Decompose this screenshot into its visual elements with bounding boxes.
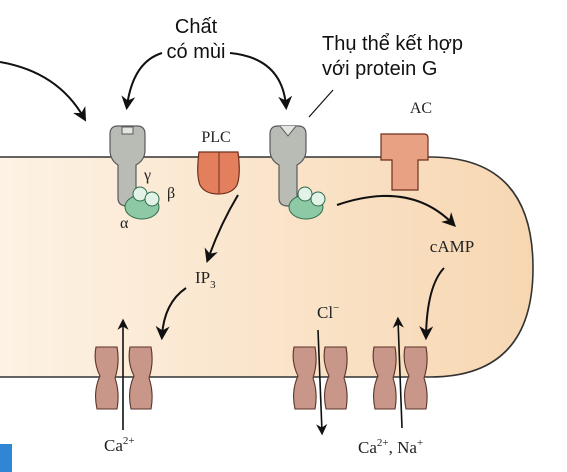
cell-cytoplasm bbox=[0, 157, 533, 377]
arrow-cl-efflux bbox=[316, 329, 328, 436]
arrow-odorant-to-left-receptor bbox=[121, 52, 163, 111]
beta-label: β bbox=[167, 185, 175, 202]
arrow-plc-to-ip3 bbox=[204, 194, 239, 263]
receptor-label-line2: với protein G bbox=[322, 58, 437, 80]
plc-label: PLC bbox=[201, 129, 230, 146]
cell-membrane-top bbox=[0, 156, 534, 378]
ac-label: AC bbox=[410, 100, 432, 117]
ca-left-label-sup: 2+ bbox=[123, 435, 135, 447]
receptor-label-line1: Thụ thể kết hợp bbox=[322, 33, 463, 55]
ip3-label-base: IP bbox=[195, 268, 210, 287]
corner-badge bbox=[0, 444, 12, 472]
ion-channel-left bbox=[94, 346, 153, 410]
cl-label: Cl− bbox=[317, 302, 339, 322]
arrow-odorant-to-middle-receptor bbox=[229, 52, 293, 111]
ion-channel-middle bbox=[292, 346, 348, 410]
ip3-label: IP3 bbox=[195, 268, 216, 291]
plc-enzyme bbox=[197, 151, 240, 195]
cl-label-sup: − bbox=[333, 302, 339, 314]
arrow-ip3-to-ca-channel bbox=[155, 287, 187, 341]
ca-left-label-base: Ca bbox=[104, 436, 123, 455]
ca-left-label: Ca2+ bbox=[104, 435, 135, 455]
ip3-label-sub: 3 bbox=[210, 279, 216, 291]
ca-na-label-base: Ca bbox=[358, 438, 377, 457]
arrow-cation-influx-right bbox=[392, 316, 404, 429]
odorant-label-line2: có mùi bbox=[167, 41, 226, 63]
receptor-left bbox=[109, 125, 146, 207]
g-protein-left bbox=[124, 186, 160, 220]
arrow-gprotein-to-camp bbox=[336, 195, 456, 228]
ac-enzyme bbox=[380, 133, 429, 191]
cl-label-base: Cl bbox=[317, 303, 333, 322]
camp-label: cAMP bbox=[430, 237, 474, 256]
arrow-camp-to-channel bbox=[419, 267, 445, 341]
arrow-external-input bbox=[0, 61, 87, 122]
receptor-label-leader bbox=[308, 89, 334, 118]
ca-na-label-sep: , Na bbox=[389, 438, 418, 457]
g-protein-middle bbox=[288, 186, 326, 220]
receptor-middle bbox=[269, 125, 307, 207]
ion-channel-right bbox=[372, 346, 428, 410]
ca-na-label: Ca2+, Na+ bbox=[358, 437, 423, 457]
ca-na-label-sup: 2+ bbox=[377, 437, 389, 449]
ca-na-label-na-sup: + bbox=[417, 437, 423, 449]
alpha-label: α bbox=[120, 215, 129, 232]
gamma-label: γ bbox=[143, 167, 151, 184]
odorant-label-line1: Chất bbox=[175, 16, 218, 38]
